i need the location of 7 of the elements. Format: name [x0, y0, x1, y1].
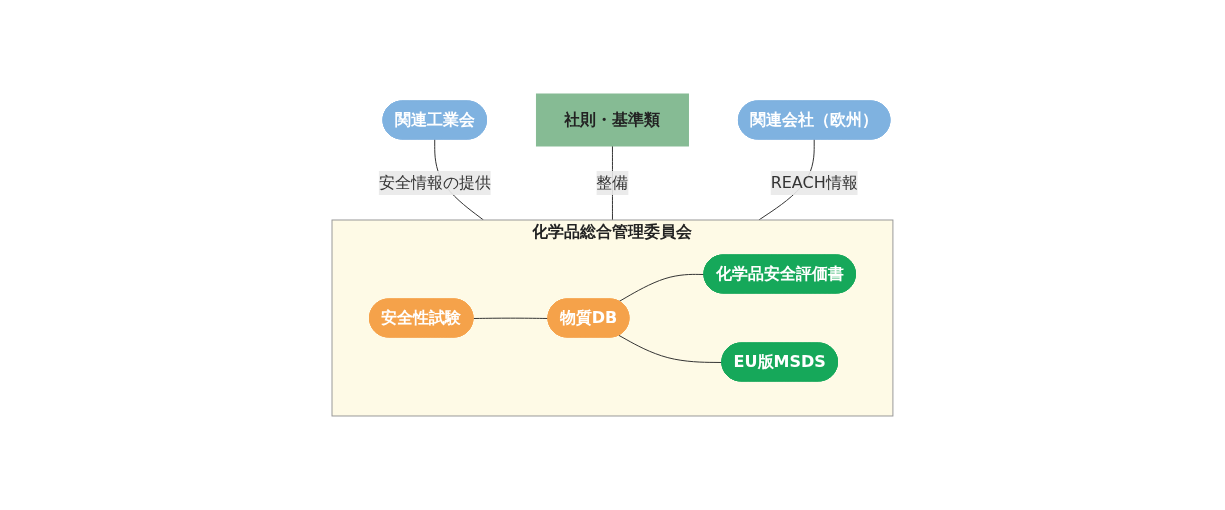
connector [618, 334, 723, 363]
edge-label: 安全情報の提供 [378, 173, 491, 192]
connector [618, 273, 705, 303]
node-box: 社則・基準類 [536, 93, 689, 147]
edge-label: REACH情報 [770, 173, 858, 192]
connector [473, 317, 549, 319]
edge-label: 整備 [596, 173, 629, 192]
